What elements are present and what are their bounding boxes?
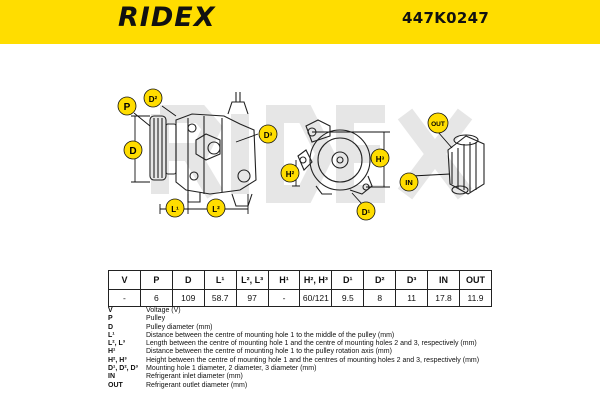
legend-row: H², H³ Height between the centre of mount… [108,357,492,365]
spec-header: OUT [458,270,493,290]
callout-d: D [123,140,143,160]
spec-header: D³ [395,270,429,290]
compressor-front-view [297,119,373,195]
spec-value: 11.9 [458,289,493,307]
spec-value: - [108,289,141,307]
legend: V Voltage (V) P Pulley D Pulley diameter (m… [108,307,492,390]
legend-text: Refrigerant inlet diameter (mm) [146,373,243,381]
legend-row: OUT Refrigerant outlet diameter (mm) [108,382,492,390]
callout-d3: D³ [258,124,278,144]
legend-row: L², L³ Length between the centre of mount… [108,340,492,348]
legend-key: IN [108,373,115,381]
callout-h3: H³ [370,148,390,168]
technical-drawing: P D² D D³ L¹ L² [0,44,600,268]
legend-key: D [108,323,114,331]
spec-value: 109 [171,289,205,307]
legend-row: H¹ Distance between the centre of mountin… [108,348,492,356]
legend-key: P [108,315,113,323]
header-band [0,36,600,44]
svg-text:D²: D² [149,95,158,104]
svg-text:IN: IN [405,178,413,187]
legend-key: V [108,307,113,314]
spec-value: 60/121 [299,289,333,307]
spec-header-row: V P D L¹ L², L³ H¹ H², H³ D¹ D² D³ IN OU… [108,270,493,290]
callout-out: OUT [427,112,449,134]
legend-text: Pulley [146,315,166,323]
svg-text:H²: H² [286,170,295,179]
legend-key: H², H³ [108,356,127,364]
svg-text:L¹: L¹ [171,205,179,214]
callout-d1: D¹ [356,201,376,221]
spec-header: P [139,270,173,290]
legend-row: D Pulley diameter (mm) [108,324,492,332]
legend-key: L², L³ [108,340,126,348]
svg-text:D¹: D¹ [362,208,371,217]
spec-header: D¹ [331,270,365,290]
legend-text: Mounting hole 1 diameter, 2 diameter, 3 … [146,365,317,373]
callout-in: IN [399,172,419,192]
callout-p: P [117,96,137,116]
legend-row: L¹ Distance between the centre of mountin… [108,332,492,340]
legend-text: Height between the centre of mounting ho… [146,356,480,364]
legend-key: H¹ [108,348,116,356]
legend-row: V Voltage (V) [108,307,492,315]
legend-text: Distance between the centre of mounting … [146,331,395,339]
legend-text: Length between the centre of mounting ho… [146,340,477,348]
spec-header: L¹ [203,270,237,290]
legend-text: Distance between the centre of mounting … [146,348,392,356]
legend-row: P Pulley [108,315,492,323]
svg-text:H³: H³ [376,155,385,164]
header-bar: RIDEX 447K0247 [0,0,600,36]
legend-row: D¹, D², D³ Mounting hole 1 diameter, 2 di… [108,365,492,373]
spec-value: 58.7 [203,289,237,307]
spec-header: L², L³ [235,270,269,290]
legend-text: Voltage (V) [146,307,181,314]
svg-text:D³: D³ [264,131,273,140]
spec-value: - [267,289,301,307]
legend-text: Refrigerant outlet diameter (mm) [146,381,248,389]
svg-text:L²: L² [212,205,220,214]
refrigerant-port-view [447,134,485,195]
svg-text:P: P [124,102,131,113]
spec-header: V [108,270,141,290]
callout-l2: L² [206,198,226,218]
drawing-canvas: P D² D D³ L¹ L² [117,88,485,221]
legend-key: L¹ [108,331,115,339]
spec-value: 8 [363,289,397,307]
legend-row: IN Refrigerant inlet diameter (mm) [108,373,492,381]
spec-header: D [171,270,205,290]
spec-value: 6 [139,289,173,307]
spec-header: IN [427,270,460,290]
spec-header: D² [363,270,397,290]
spec-value: 11 [395,289,429,307]
compressor-side-view [149,92,257,207]
part-number: 447K0247 [402,9,490,27]
callout-h2: H² [280,163,300,183]
legend-key: OUT [108,381,123,389]
callout-l1: L¹ [165,198,185,218]
legend-text: Pulley diameter (mm) [146,323,213,331]
legend-key: D¹, D², D³ [108,365,138,373]
spec-value-row: - 6 109 58.7 97 - 60/121 9.5 8 11 17.8 1… [108,289,493,307]
svg-text:OUT: OUT [431,121,445,128]
ridex-logo: RIDEX [118,2,216,33]
spec-header: H², H³ [299,270,333,290]
watermark-logo [151,105,473,203]
spec-value: 17.8 [427,289,460,307]
spec-value: 97 [235,289,269,307]
spec-table: V P D L¹ L², L³ H¹ H², H³ D¹ D² D³ IN OU… [108,270,493,307]
callout-d2: D² [143,88,163,108]
svg-text:D: D [129,146,136,157]
spec-header: H¹ [267,270,301,290]
spec-value: 9.5 [331,289,365,307]
